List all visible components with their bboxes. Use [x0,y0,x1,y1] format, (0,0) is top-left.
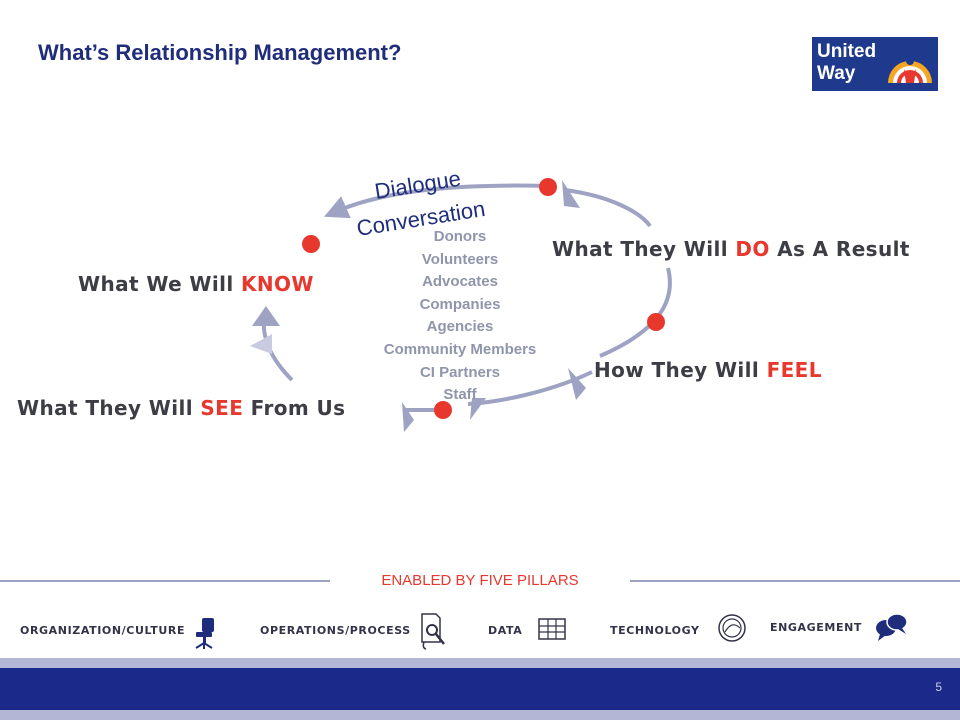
pillars-header: ENABLED BY FIVE PILLARS [381,572,579,589]
pillars-divider-left [0,580,330,582]
page-number: 5 [935,680,942,694]
cycle-arc-top [323,183,549,219]
stage-do-highlight: DO [735,237,770,261]
stakeholder-item: Community Members [383,340,537,358]
cycle-node-bottom [434,401,452,419]
cycle-arrowhead-bottom [470,398,486,420]
speech-bubbles-icon [876,613,908,641]
logo-wordmark: United Way [817,41,876,85]
stakeholder-item: Staff [443,386,477,404]
stage-do-suffix: As A Result [769,237,910,261]
united-way-logo: United Way [812,37,938,91]
united-way-hand-icon [888,57,932,83]
stage-know-label: What We Will KNOW [78,272,314,296]
swirl-circle-icon [718,614,746,642]
cycle-arrowhead-right [568,368,586,400]
relationship-cycle-diagram: Dialogue Conversation [250,166,672,432]
cycle-node-top [539,178,557,196]
stakeholder-item: Advocates [422,273,498,291]
cycle-arrowhead-bottom-left [402,402,414,432]
stage-see-prefix: What They Will [17,396,201,420]
stage-see-suffix: From Us [243,396,346,420]
stage-know-highlight: KNOW [240,272,314,296]
stakeholder-item: Volunteers [421,250,499,268]
slide-title: What’s Relationship Management? [38,40,402,65]
cycle-arc-top-right [564,188,652,228]
cycle-node-right [647,313,665,331]
logo-line-1: United [817,41,877,62]
stakeholder-item: Donors [433,228,487,245]
cycle-arrowhead-top-right [562,180,580,208]
magnifier-document-icon [421,613,445,650]
stage-feel-prefix: How They Will [594,358,767,382]
stage-do-prefix: What They Will [552,237,736,261]
footer-bar: 5 [0,668,960,710]
pillars-divider-right [630,580,960,582]
pillar-data: DATA [488,624,523,637]
stage-do-label: What They Will DO As A Result [552,237,910,261]
stakeholder-item: Agencies [426,318,494,336]
stage-know-prefix: What We Will [78,272,241,296]
cycle-arrowhead-left-shadow [250,334,272,354]
cycle-node-left [302,235,320,253]
footer-band-bottom [0,710,960,720]
cycle-arrowhead-left [252,306,280,326]
stage-feel-highlight: FEEL [766,358,822,382]
pillar-organization-culture: ORGANIZATION/CULTURE [20,624,186,637]
pillar-operations-process: OPERATIONS/PROCESS [260,624,411,637]
pillar-technology: TECHNOLOGY [610,624,700,637]
logo-line-2: Way [817,63,856,84]
grid-table-icon [538,618,566,640]
stage-see-highlight: SEE [200,396,244,420]
office-chair-icon [195,618,214,649]
stakeholder-item: CI Partners [419,363,501,381]
stage-see-label: What They Will SEE From Us [17,396,345,420]
cycle-arc-right [599,267,672,358]
stakeholder-item: Companies [419,295,501,313]
pillar-engagement: ENGAGEMENT [770,621,862,634]
stage-feel-label: How They Will FEEL [594,358,822,382]
stakeholder-list: Donors Volunteers Advocates Companies Ag… [352,226,568,407]
footer-band-top [0,658,960,668]
arc-label-dialogue: Dialogue [373,166,463,204]
